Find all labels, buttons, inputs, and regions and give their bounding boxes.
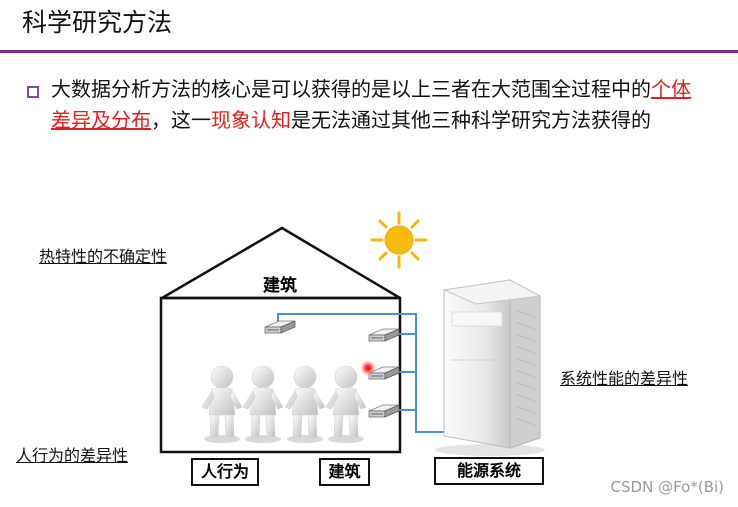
box-building: 建筑 [319,458,370,486]
watermark: CSDN @Fo*(Bi) [610,478,724,496]
sun-icon [370,211,428,269]
pipe-network [277,313,446,433]
bullet-marker [27,86,39,98]
red-indicator-icon [360,360,376,376]
page-title: 科学研究方法 [22,8,173,37]
bullet-text: 大数据分析方法的核心是可以获得的是以上三者在大范围全过程中的个体差异及分布，这一… [51,74,701,136]
ac-unit-icon [368,328,400,342]
person-icon [325,365,367,444]
building-title: 建筑 [263,276,297,296]
bullet-text-part3: 是无法通过其他三种科学研究方法获得的 [291,108,651,132]
thermal-uncertainty-label: 热特性的不确定性 [39,247,168,266]
person-icon [284,365,326,444]
system-performance-label: 系统性能的差异性 [560,369,689,388]
title-divider [0,50,738,53]
highlight-individual-difference: 个体差异及分布 [51,77,691,132]
bullet-text-part1: 大数据分析方法的核心是可以获得的是以上三者在大范围全过程中的 [51,77,651,101]
box-behavior: 人行为 [191,458,259,486]
bullet-text-part2: ，这一 [151,108,211,132]
ac-unit-icon [368,404,400,418]
house-outline [159,226,402,454]
person-icon [242,365,284,444]
outdoor-unit-icon [435,279,545,456]
behavior-difference-label: 人行为的差异性 [16,446,129,465]
person-icon [201,365,243,444]
box-energy-system: 能源系统 [434,457,544,485]
highlight-phenomenon: 现象认知 [211,108,291,132]
ac-unit-icon [264,320,296,334]
